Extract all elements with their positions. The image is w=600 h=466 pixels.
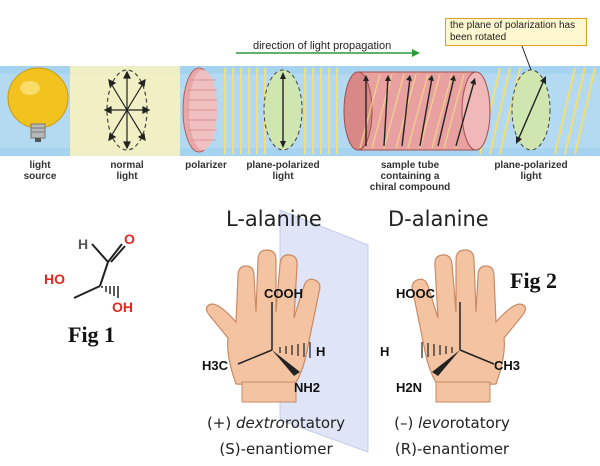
- fig1-label: Fig 1: [68, 322, 116, 347]
- callout-pointer: [521, 45, 532, 71]
- label-polarizer: polarizer: [185, 160, 227, 171]
- normal-light-arrows: [103, 69, 151, 151]
- atom-oh: OH: [112, 299, 133, 315]
- left-hand: COOH H H3C NH2: [202, 249, 325, 403]
- left-enantiomer-caption: (S)-enantiomer: [219, 440, 333, 458]
- right-title: D-alanine: [388, 207, 489, 231]
- atom-ho: HO: [44, 271, 65, 287]
- left-rotation-caption: (+) dextrorotatory: [206, 414, 346, 432]
- fig2-label: Fig 2: [510, 268, 558, 293]
- left-group-cooh: COOH: [264, 286, 303, 301]
- right-group-cooh: HOOC: [396, 286, 436, 301]
- propagation-label: direction of light propagation: [253, 40, 392, 52]
- light-bulb-icon: [7, 67, 69, 142]
- right-rotation-caption: (–) levorotatory: [394, 414, 510, 432]
- rotation-callout: the plane of polarization has been rotat…: [445, 18, 587, 46]
- fig1-glyceraldehyde-structure: H O HO OH: [44, 231, 135, 315]
- plane-polarized-light-2: [511, 69, 551, 151]
- polarimeter-diagram: [0, 45, 600, 156]
- polarizer-disc: [182, 67, 217, 153]
- right-group-h: H: [380, 344, 389, 359]
- sample-tube: [343, 71, 491, 151]
- propagation-arrow: [236, 49, 420, 57]
- atom-h: H: [78, 236, 88, 252]
- right-group-nh2: H2N: [396, 380, 422, 395]
- left-title: L-alanine: [226, 207, 322, 231]
- left-group-ch3: H3C: [202, 358, 229, 373]
- right-enantiomer-caption: (R)-enantiomer: [394, 440, 510, 458]
- atom-o: O: [124, 231, 135, 247]
- polarized-wave-stripes-1: [224, 68, 338, 154]
- right-group-ch3: CH3: [494, 358, 520, 373]
- plane-polarized-light-1: [263, 69, 303, 151]
- left-group-nh2: NH2: [294, 380, 320, 395]
- right-hand: HOOC H CH3 H2N: [380, 249, 527, 403]
- left-group-h: H: [316, 344, 325, 359]
